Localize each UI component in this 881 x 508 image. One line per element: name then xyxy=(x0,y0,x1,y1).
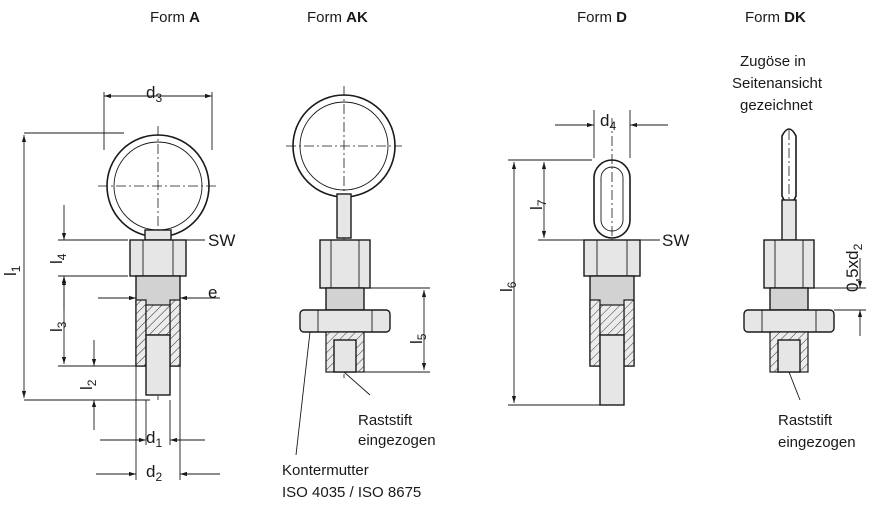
dim-e: e xyxy=(208,283,217,302)
form-d-drawing xyxy=(508,110,668,406)
note-raststift-ak-1: Raststift xyxy=(358,412,413,429)
pin-a xyxy=(145,334,171,396)
hex-nut-d xyxy=(583,239,641,277)
dim-l3: l3 xyxy=(47,321,69,332)
lock-nut-ak xyxy=(299,309,391,333)
form-title-ak: Form AK xyxy=(307,9,368,26)
hex-nut-dk xyxy=(763,239,815,289)
note-raststift-ak-2: eingezogen xyxy=(358,432,436,449)
label-sw-d: SW xyxy=(662,231,689,250)
note-raststift-dk-1: Raststift xyxy=(778,412,833,429)
dim-l4: l4 xyxy=(47,253,69,264)
dim-d1: d1 xyxy=(146,428,162,450)
collar-a xyxy=(144,229,172,241)
note-zugoese-2: Seitenansicht xyxy=(732,75,823,92)
stem-ak xyxy=(336,193,352,239)
spring-a xyxy=(145,304,171,336)
lock-nut-dk xyxy=(743,309,835,333)
label-sw-a: SW xyxy=(208,231,235,250)
form-title-dk: Form DK xyxy=(745,9,806,26)
note-kontermutter-2: ISO 4035 / ISO 8675 xyxy=(282,484,421,501)
dim-l5: l5 xyxy=(407,333,429,344)
dim-half-d2: 0,5xd2 xyxy=(843,243,865,292)
form-dk-drawing xyxy=(743,128,866,401)
note-raststift-dk-2: eingezogen xyxy=(778,434,856,451)
dim-l1: l1 xyxy=(1,265,23,276)
hex-nut-ak xyxy=(319,239,371,289)
pin-d xyxy=(599,334,625,406)
form-ak-drawing xyxy=(286,86,430,456)
dim-l2: l2 xyxy=(77,379,99,390)
dim-l6: l6 xyxy=(497,281,519,292)
leader-raststift-ak xyxy=(343,371,371,396)
dim-d4: d4 xyxy=(600,111,616,133)
dim-l7: l7 xyxy=(527,199,549,210)
hex-nut-a xyxy=(129,239,187,277)
leader-kontermutter xyxy=(295,331,311,456)
note-kontermutter-1: Kontermutter xyxy=(282,462,369,479)
dim-d2: d2 xyxy=(146,462,162,484)
dim-d3: d3 xyxy=(146,83,162,105)
form-title-d: Form D xyxy=(577,9,627,26)
form-title-a: Form A xyxy=(150,9,200,26)
note-zugoese-1: Zugöse in xyxy=(740,53,806,70)
note-zugoese-3: gezeichnet xyxy=(740,97,813,114)
form-a-drawing xyxy=(21,92,220,480)
